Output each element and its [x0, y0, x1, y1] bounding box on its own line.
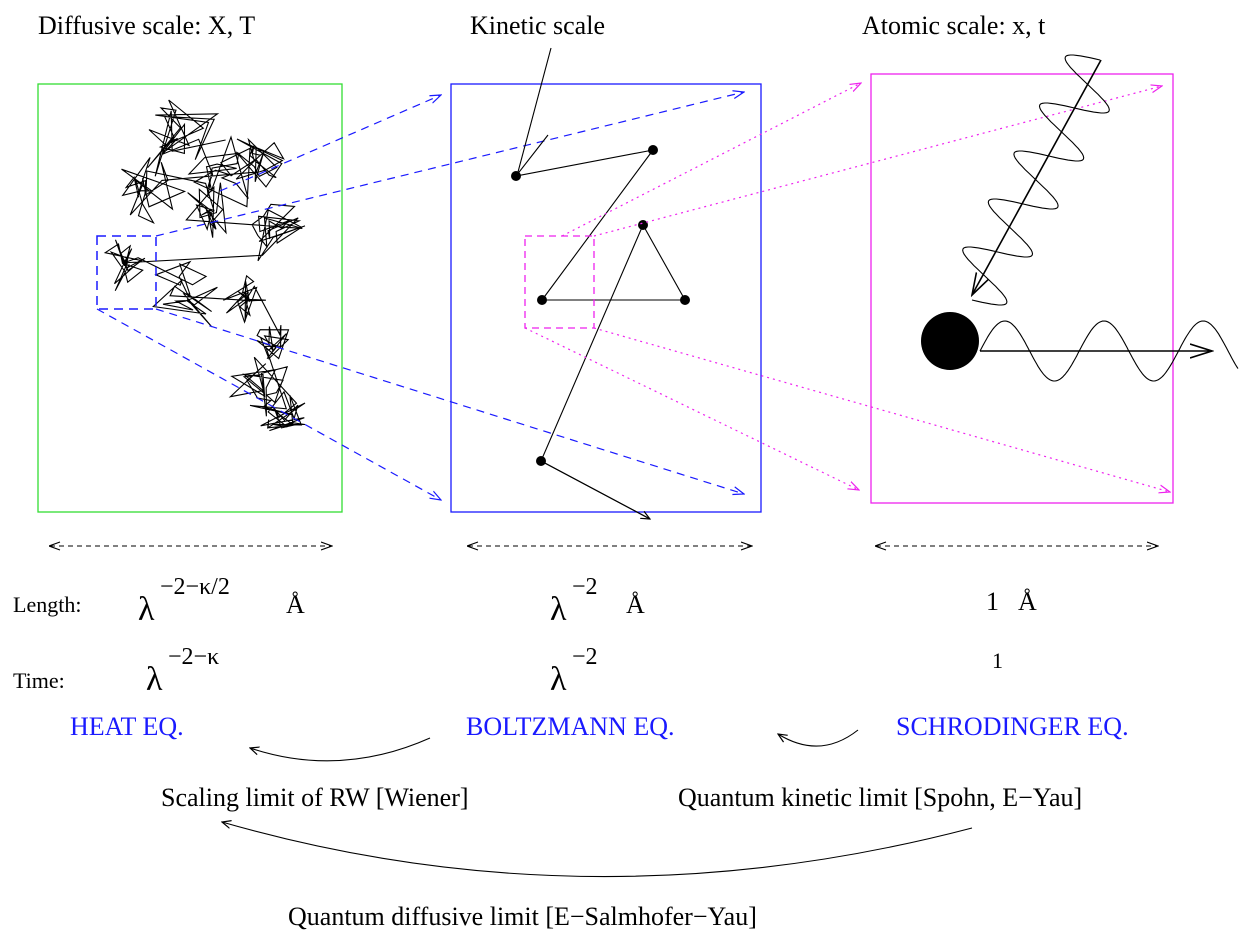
diffusive-length-base: λ	[138, 591, 155, 628]
random-walk-path	[103, 99, 306, 432]
scattering-obstacle	[921, 312, 979, 370]
diffusive-zoom-box	[96, 235, 157, 310]
atomic-length-value: 1	[986, 587, 999, 616]
atomic-frame	[870, 73, 1174, 504]
limit-arrows	[222, 729, 973, 878]
kinetic-scale-title: Kinetic scale	[470, 11, 605, 40]
kinetic-length-exponent: −2	[572, 574, 598, 600]
collision-point	[537, 295, 547, 305]
kinetic-to-atomic-projection	[524, 83, 1170, 492]
kinetic-frame	[450, 83, 762, 513]
kinetic-time-exponent: −2	[572, 644, 598, 670]
collision-point	[511, 171, 521, 181]
diffusive-time-exponent: −2−κ	[168, 644, 219, 670]
atomic-length-unit: Å	[1018, 587, 1037, 616]
atomic-time-value: 1	[992, 648, 1003, 673]
time-row-label: Time:	[13, 668, 65, 693]
schrodinger-equation-label: SCHRODINGER EQ.	[896, 712, 1129, 741]
atomic-scale-title: Atomic scale: x, t	[862, 11, 1046, 40]
diffusive-scale-title: Diffusive scale: X, T	[38, 11, 255, 40]
length-row-label: Length:	[13, 592, 81, 617]
collision-point	[680, 295, 690, 305]
kinetic-label-pointer	[517, 47, 552, 173]
kinetic-length-base: λ	[550, 591, 567, 628]
diffusive-frame	[37, 83, 343, 513]
collision-point	[536, 456, 546, 466]
kinetic-length-unit: Å	[626, 590, 645, 619]
kinetic-zoom-box	[524, 235, 595, 329]
quantum-kinetic-limit-caption: Quantum kinetic limit [Spohn, E−Yau]	[678, 783, 1082, 812]
heat-equation-label: HEAT EQ.	[70, 712, 184, 741]
boltzmann-equation-label: BOLTZMANN EQ.	[466, 712, 674, 741]
diffusive-length-exponent: −2−κ/2	[160, 574, 230, 600]
diffusive-to-kinetic-projection	[96, 92, 744, 500]
diffusive-time-base: λ	[146, 661, 163, 698]
atomic-wave-scattering	[962, 54, 1239, 382]
collision-point	[638, 220, 648, 230]
scaling-limit-caption: Scaling limit of RW [Wiener]	[161, 783, 469, 812]
kinetic-time-base: λ	[550, 661, 567, 698]
diffusive-length-unit: Å	[286, 590, 305, 619]
collision-point	[648, 145, 658, 155]
kinetic-trajectory	[511, 134, 690, 519]
quantum-diffusive-limit-caption: Quantum diffusive limit [E−Salmhofer−Yau…	[288, 902, 757, 931]
